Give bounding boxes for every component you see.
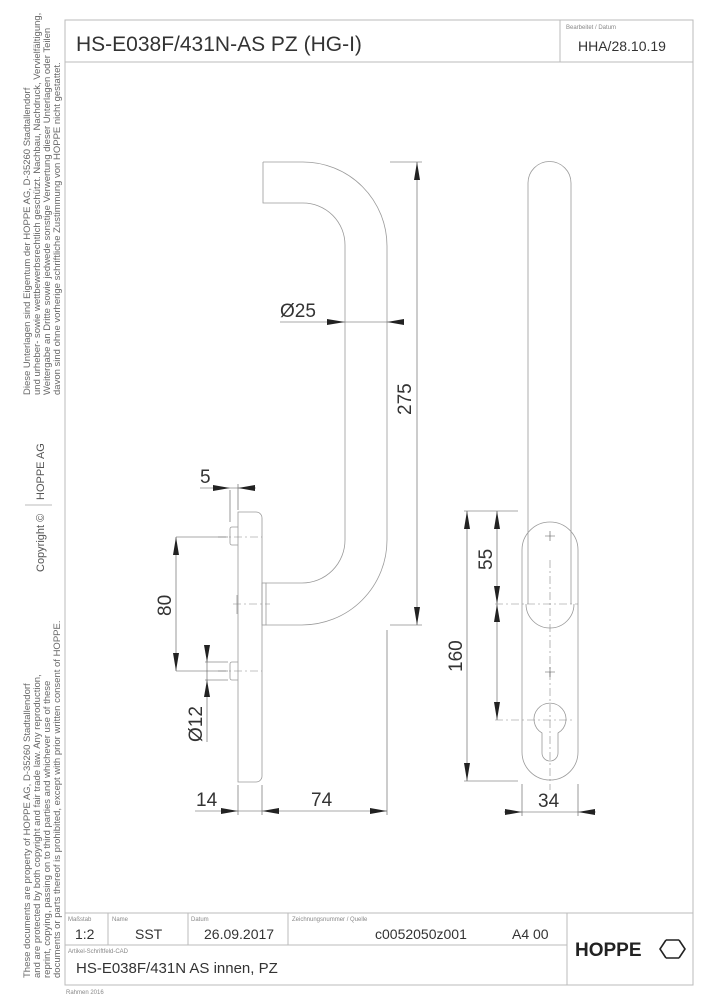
hoppe-logo: HOPPE xyxy=(575,939,686,961)
logo-text: HOPPE xyxy=(575,940,642,961)
drawing-title: HS-E038F/431N-AS PZ (HG-I) xyxy=(76,33,362,56)
date-value: 26.09.2017 xyxy=(204,926,274,942)
arrow xyxy=(370,808,387,814)
rose-side xyxy=(237,511,263,783)
arrow xyxy=(204,680,210,697)
name-value: SST xyxy=(135,926,163,942)
front-view: 160 55 34 xyxy=(446,161,596,816)
article-value: HS-E038F/431N AS innen, PZ xyxy=(76,960,278,977)
arrow xyxy=(414,162,420,180)
notice-line: Diese Unterlagen sind Eigentum der HOPPE… xyxy=(22,87,33,395)
drawing-format: A4 00 xyxy=(512,926,549,942)
arrow xyxy=(387,319,404,325)
title-block: Maßstab 1:2 Name SST Datum 26.09.2017 Ze… xyxy=(65,912,693,996)
cylinder-keyhole xyxy=(533,702,567,762)
rose-front xyxy=(521,521,579,781)
arrow xyxy=(173,537,179,555)
arrow xyxy=(505,809,522,815)
arrow xyxy=(213,485,230,491)
arrow xyxy=(414,607,420,625)
dim-projection: 74 xyxy=(311,790,333,811)
dim-rose-width: 34 xyxy=(538,791,560,812)
logo-mark-icon xyxy=(659,939,686,959)
handle-inner-profile xyxy=(262,162,346,584)
handle-front xyxy=(527,161,572,604)
arrow xyxy=(262,808,279,814)
notice-line: reprint, copying, passing on to third pa… xyxy=(42,681,53,978)
notice-line: documents or parts thereof is prohibited… xyxy=(52,621,63,978)
notice-line: and are protected by both copyright and … xyxy=(32,674,43,978)
arrow xyxy=(494,702,500,720)
edited-value: HHA/28.10.19 xyxy=(578,38,666,54)
arrow xyxy=(578,809,595,815)
company-name: HOPPE AG xyxy=(35,443,47,500)
dim-spacing: 80 xyxy=(155,595,176,616)
arrow xyxy=(238,485,255,491)
name-label: Name xyxy=(112,917,129,923)
notice-line: und urheber- sowie wettbewerbsrechtlich … xyxy=(32,13,43,395)
dim-handle-diameter: Ø25 xyxy=(280,301,316,322)
dim-length: 275 xyxy=(395,383,416,415)
drawing-frame xyxy=(64,19,694,986)
arrow xyxy=(221,808,238,814)
drawing-number-label: Zeichnungsnummer / Quelle xyxy=(292,917,368,923)
arrow xyxy=(464,511,470,529)
frame-note: Rahmen 2016 xyxy=(66,990,104,996)
arrow xyxy=(464,763,470,781)
copyright-label: Copyright © xyxy=(35,514,47,572)
notice-line: davon sind ohne vorherige schriftliche Z… xyxy=(52,62,63,395)
handle-outer-profile xyxy=(263,161,388,626)
drawing-number: c0052050z001 xyxy=(375,926,467,942)
arrow xyxy=(494,511,500,529)
article-label: Artikel-Schriftfeld-CAD xyxy=(68,949,129,955)
arrow xyxy=(494,586,500,604)
dim-to-center: 55 xyxy=(476,549,497,570)
english-copyright-notice: These documents are property of HOPPE AG… xyxy=(22,621,63,978)
arrow xyxy=(494,604,500,622)
dim-rose-height: 160 xyxy=(446,640,467,672)
edited-label: Bearbeitet / Datum xyxy=(566,25,616,31)
screw-hole-marks xyxy=(545,531,555,677)
notice-line: Weitergabe an Dritte sowie jedwede sonst… xyxy=(42,28,53,395)
arrow xyxy=(204,645,210,662)
notice-line: These documents are property of HOPPE AG… xyxy=(22,683,33,978)
date-label: Datum xyxy=(191,917,209,923)
stud-top xyxy=(229,526,238,546)
german-copyright-notice: Diese Unterlagen sind Eigentum der HOPPE… xyxy=(22,13,63,395)
side-view: 275 Ø25 5 80 Ø12 14 7 xyxy=(155,161,422,815)
dim-rose-thickness: 14 xyxy=(196,790,218,811)
arrow xyxy=(327,319,345,325)
dim-offset: 5 xyxy=(200,467,211,488)
scale-value: 1:2 xyxy=(75,926,95,942)
scale-label: Maßstab xyxy=(68,917,92,923)
arrow xyxy=(173,653,179,671)
dim-stud-diameter: Ø12 xyxy=(186,706,207,742)
